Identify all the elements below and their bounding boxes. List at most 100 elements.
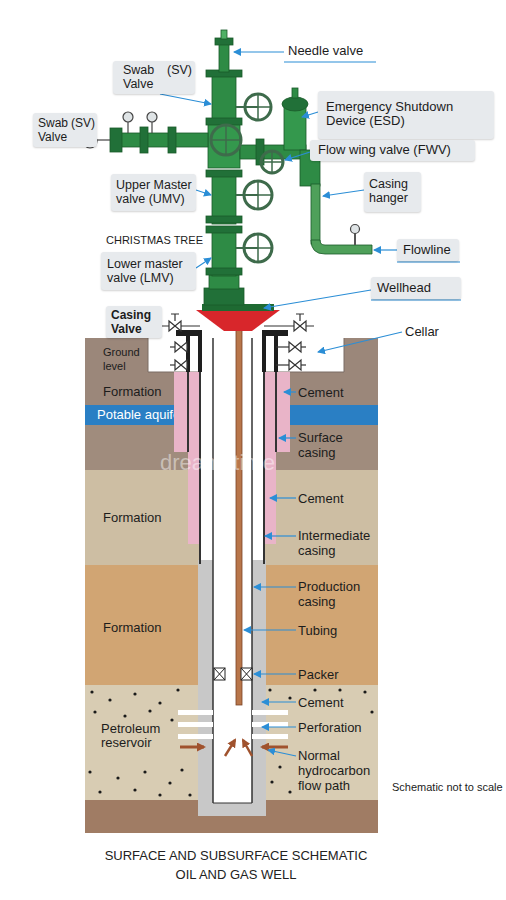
pressure-gauge xyxy=(147,112,157,122)
christmas-tree xyxy=(311,184,320,244)
valve-handwheel xyxy=(244,181,272,209)
note-label: Schematic not to scale xyxy=(392,780,503,794)
reservoir-dots xyxy=(288,790,291,793)
christmas-tree xyxy=(206,226,242,233)
wellhead-spool xyxy=(196,304,280,331)
node-text: Flowline xyxy=(403,243,458,257)
pressure-gauge xyxy=(123,112,133,122)
reservoir-dots xyxy=(363,690,366,693)
part-label: Surface casing xyxy=(298,430,358,460)
christmas-tree xyxy=(311,240,372,254)
leader-line xyxy=(279,437,296,438)
reservoir-dots xyxy=(133,692,136,695)
node-text: Emergency Shutdown Device (ESD) xyxy=(326,100,486,128)
leader-line xyxy=(284,391,296,392)
reservoir-dots xyxy=(338,688,341,691)
reservoir-dots xyxy=(133,788,136,791)
valve-callout: Swab Valve(SV) xyxy=(33,113,97,147)
part-label: Normal hydrocarbon flow path xyxy=(298,748,378,793)
casing-head xyxy=(262,330,288,336)
leader-line xyxy=(234,51,284,52)
christmas-tree xyxy=(354,233,356,245)
pressure-gauge xyxy=(127,121,128,133)
christmas-tree xyxy=(206,170,242,177)
reservoir-dots xyxy=(123,714,126,717)
part-label: Perforation xyxy=(298,720,362,735)
part-label: Intermediate casing xyxy=(298,528,378,558)
reservoir-dots xyxy=(143,770,146,773)
casing-wall xyxy=(251,338,253,803)
flow-arrow xyxy=(262,746,288,749)
casing-valve-symbol xyxy=(175,342,187,352)
pressure-gauge xyxy=(96,139,110,140)
valve-handwheel xyxy=(244,234,272,262)
casing-wall xyxy=(212,338,214,803)
reservoir-dots xyxy=(313,688,316,691)
node-text: Potable aquifer xyxy=(97,408,184,422)
part-label: Cellar xyxy=(405,324,439,339)
reservoir-dots xyxy=(88,770,91,773)
figure-caption: SURFACE AND SUBSURFACE SCHEMATIC OIL AND… xyxy=(96,846,376,884)
leader-line xyxy=(374,249,397,250)
tubing-string xyxy=(236,300,242,705)
part-callout: Flowline xyxy=(397,239,459,261)
valve-handwheel xyxy=(211,94,283,262)
reservoir-dots xyxy=(278,765,281,768)
perforation-slot xyxy=(252,710,288,715)
part-callout: Casing hanger xyxy=(364,172,421,212)
casing-valve-symbol xyxy=(175,360,187,370)
packer-symbol xyxy=(214,668,225,680)
leader-line xyxy=(371,299,461,300)
reservoir-dots xyxy=(268,688,271,691)
perforation-slot xyxy=(178,722,213,727)
reservoir-dots xyxy=(116,776,119,779)
valve-handwheel xyxy=(261,151,283,173)
christmas-tree xyxy=(110,128,122,152)
reservoir-dots xyxy=(158,793,161,796)
leader-line xyxy=(196,190,211,195)
leader-line xyxy=(264,290,371,308)
casing-head xyxy=(198,336,202,372)
node-text: Lower master valve (LMV) xyxy=(107,257,195,285)
christmas-tree xyxy=(204,288,244,305)
packer-symbol xyxy=(241,668,252,680)
leader-line xyxy=(262,726,296,727)
valve-handwheel xyxy=(261,151,283,173)
leader-line xyxy=(160,94,211,104)
casing-wall xyxy=(188,338,276,803)
christmas-tree xyxy=(282,97,308,111)
christmas-tree xyxy=(140,127,148,153)
part-label: Needle valve xyxy=(288,43,363,58)
reservoir-dots xyxy=(176,688,179,691)
valve-handwheel xyxy=(245,94,271,120)
pressure-gauge xyxy=(351,225,360,234)
valve-handwheel xyxy=(244,181,272,209)
leader-line xyxy=(285,152,310,160)
valve-handwheel xyxy=(245,94,271,120)
reservoir-dots xyxy=(370,710,373,713)
valve-handwheel xyxy=(211,125,241,155)
reservoir-dots xyxy=(93,710,96,713)
pressure-gauge xyxy=(151,121,152,133)
node-text: Flow wing valve (FWV) xyxy=(318,143,473,157)
christmas-tree xyxy=(120,133,208,147)
part-label: Cement xyxy=(298,491,344,506)
christmas-tree xyxy=(208,124,240,168)
leader-line xyxy=(196,258,211,268)
casing-head xyxy=(274,336,278,372)
level-label: Ground level xyxy=(103,345,147,373)
cement-sheath xyxy=(276,372,290,452)
leader-line xyxy=(397,261,460,262)
well-bore xyxy=(213,338,252,803)
leader-line xyxy=(254,586,296,587)
leader-line xyxy=(323,190,364,196)
christmas-tree xyxy=(206,216,242,223)
casing-valve-symbol xyxy=(169,321,181,331)
reservoir-dots xyxy=(288,696,291,699)
casing-valve-symbol xyxy=(294,321,306,331)
packer-symbol xyxy=(214,668,252,680)
node-text: Wellhead xyxy=(377,281,457,295)
part-label: Cement xyxy=(298,385,344,400)
leader-line xyxy=(254,673,296,674)
node-text: Casing Valve xyxy=(111,308,159,336)
